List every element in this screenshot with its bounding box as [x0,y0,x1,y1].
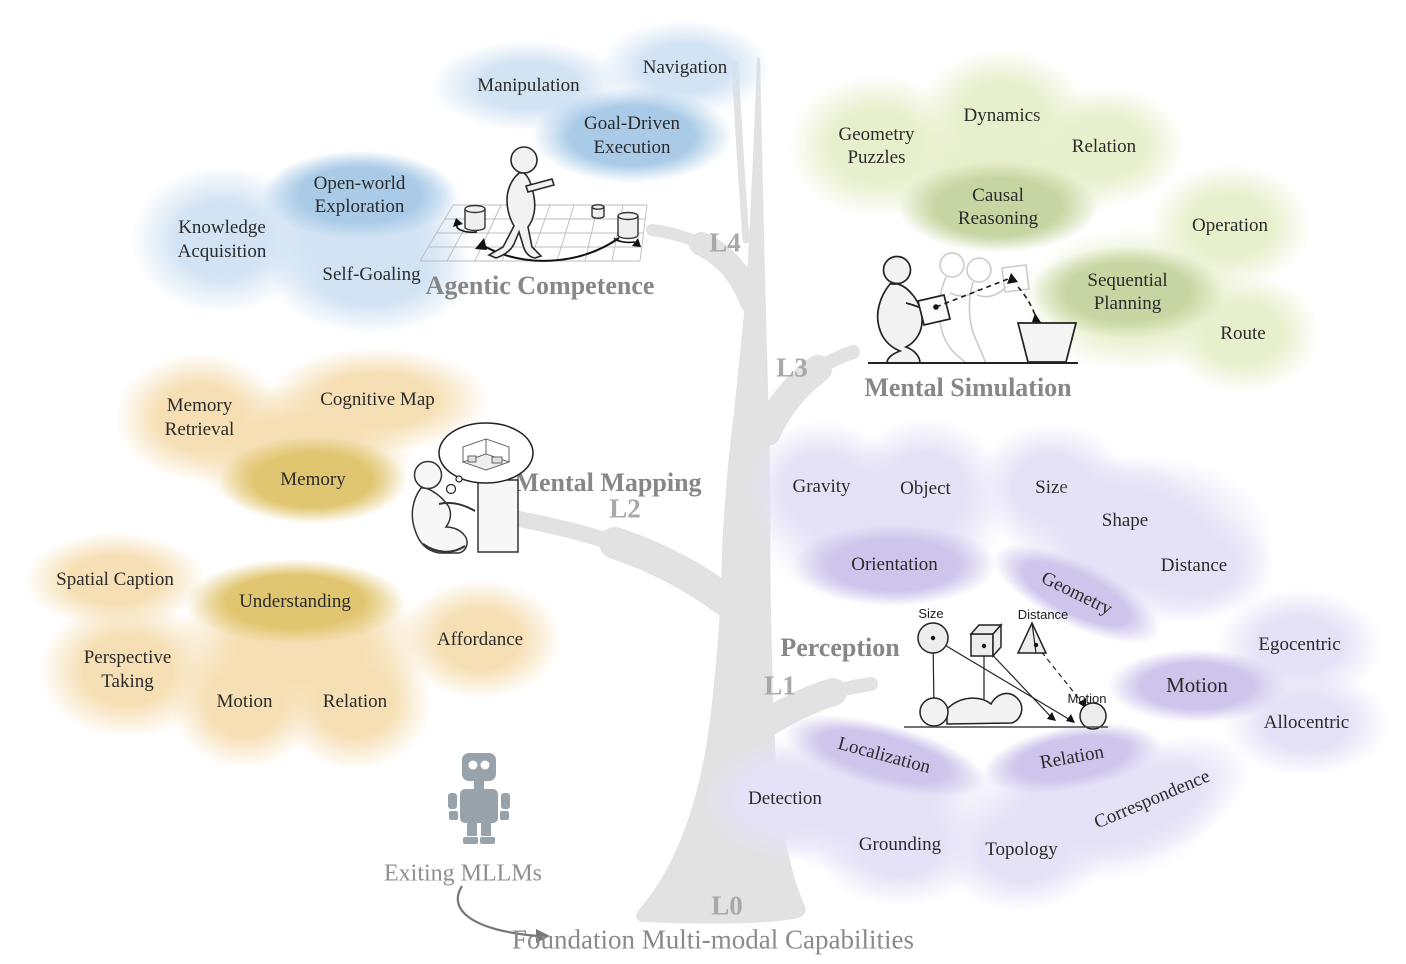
foundation-capabilities-label: Foundation Multi-modal Capabilities [512,924,914,955]
existing-mllms-label: Exiting MLLMs [383,860,543,887]
